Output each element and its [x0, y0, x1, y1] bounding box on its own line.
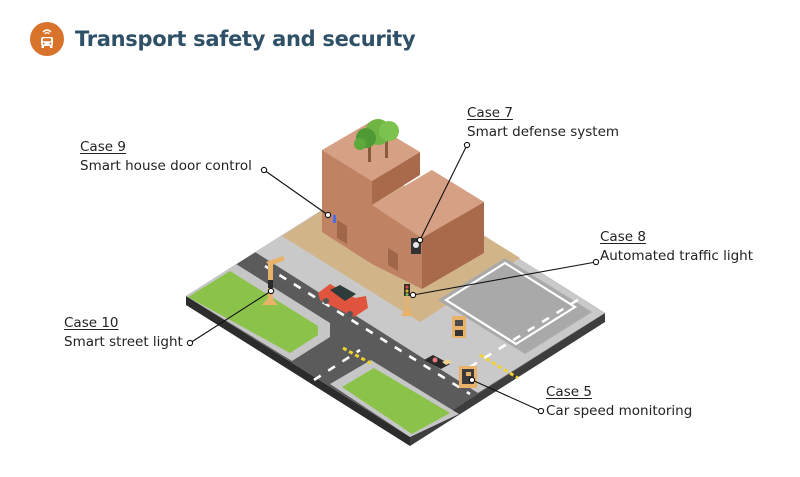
- case-description: Smart defense system: [467, 124, 620, 140]
- grass-bottom: [342, 368, 450, 434]
- tree-icon: [354, 119, 399, 162]
- case-description: Smart house door control: [80, 158, 252, 174]
- traffic-light: [401, 284, 413, 316]
- connected-car-icon: [30, 22, 64, 56]
- yellow-crosswalk: [342, 346, 519, 380]
- speed-camera: [459, 366, 477, 388]
- page-header: Transport safety and security: [30, 22, 416, 56]
- case-description: Smart street light: [64, 334, 183, 350]
- building-short-left: [372, 205, 422, 289]
- callout-case-5: Case 5 Car speed monitoring: [546, 383, 692, 421]
- callout-case-8: Case 8 Automated traffic light: [600, 228, 753, 266]
- building-short-top: [372, 170, 484, 238]
- callout-case-9: Case 9 Smart house door control: [80, 138, 252, 176]
- building: [322, 119, 484, 289]
- leader-lines: [186, 141, 600, 415]
- car: [318, 284, 368, 317]
- case-number: Case 8: [600, 229, 646, 245]
- building-tall-left: [322, 150, 372, 264]
- info-kiosk: [452, 316, 466, 338]
- platform-side-left: [186, 296, 410, 446]
- case-number: Case 10: [64, 315, 119, 331]
- door-control-panel: [333, 215, 336, 223]
- case-number: Case 5: [546, 384, 592, 400]
- case-description: Automated traffic light: [600, 248, 754, 264]
- building-tall-right: [372, 152, 420, 205]
- speed-sensor: [424, 355, 452, 369]
- parking-outline: [443, 261, 578, 346]
- platform-side-right: [410, 313, 605, 446]
- case-number: Case 9: [80, 139, 126, 155]
- case-number: Case 7: [467, 105, 513, 121]
- building-short-right: [422, 202, 484, 289]
- case-description: Car speed monitoring: [546, 403, 693, 419]
- road-right: [410, 313, 605, 437]
- street-light: [262, 256, 285, 305]
- door: [388, 248, 398, 271]
- callout-case-10: Case 10 Smart street light: [64, 314, 183, 352]
- page-title: Transport safety and security: [75, 27, 416, 51]
- door: [337, 220, 347, 244]
- grass-left: [188, 271, 318, 353]
- lane-markings: [264, 264, 601, 396]
- callout-case-7: Case 7 Smart defense system: [467, 104, 619, 142]
